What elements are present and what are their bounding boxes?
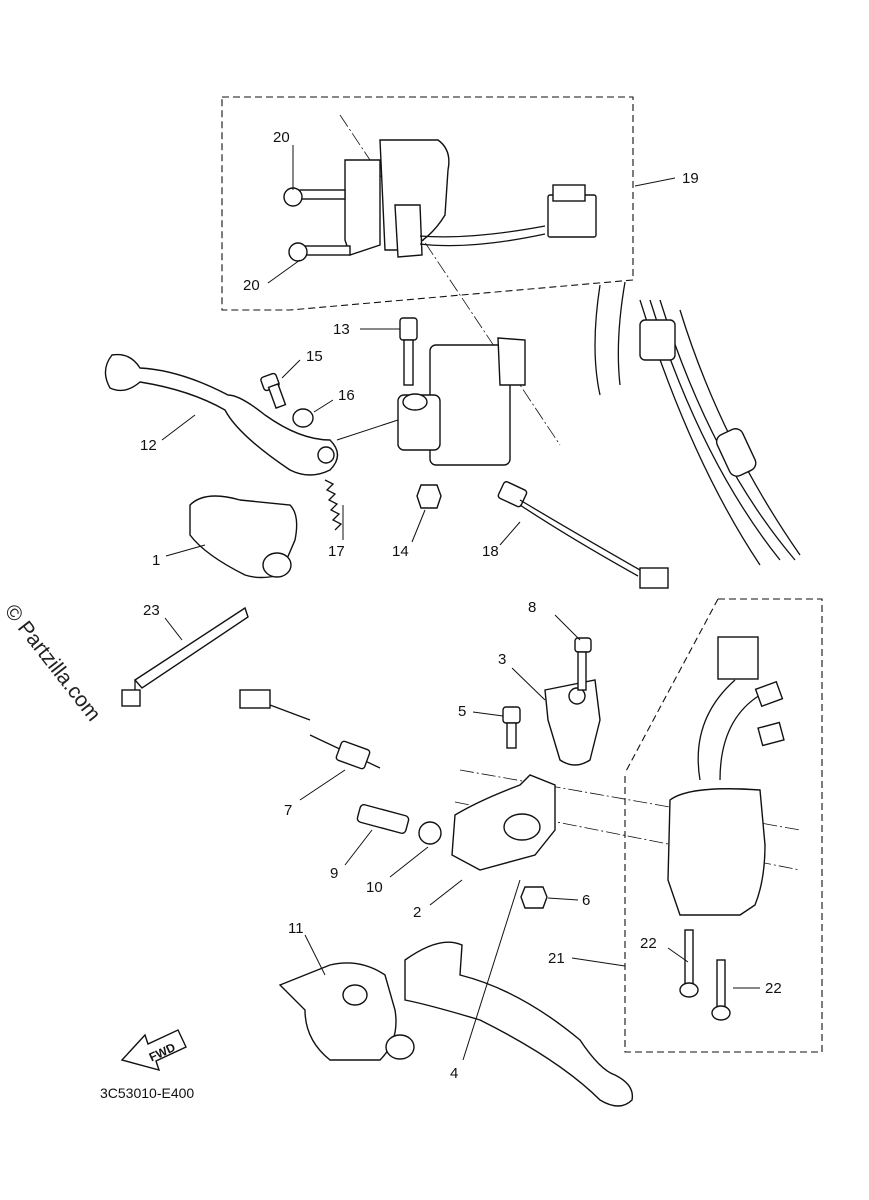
callout-13: 13 bbox=[333, 321, 350, 338]
clutch-lever-4 bbox=[404, 941, 634, 1107]
handlebar-switch-lower bbox=[667, 636, 785, 916]
callout-2: 2 bbox=[413, 904, 421, 921]
locknut-10 bbox=[418, 821, 442, 845]
bolt-5 bbox=[502, 706, 521, 749]
clutch-switch-7 bbox=[239, 689, 381, 770]
screw-22-right bbox=[711, 959, 731, 1021]
lever-cover-1 bbox=[189, 495, 298, 579]
callout-18: 18 bbox=[482, 543, 499, 560]
callout-20-lower: 20 bbox=[243, 277, 260, 294]
bolt-13 bbox=[399, 317, 418, 386]
screw-22-left bbox=[679, 929, 699, 998]
callout-7: 7 bbox=[284, 802, 292, 819]
lever-cover-11 bbox=[278, 962, 415, 1061]
brake-master-cylinder bbox=[397, 337, 526, 466]
handlebar-switch-upper bbox=[344, 139, 597, 258]
forward-arrow-icon: FWD bbox=[120, 1029, 187, 1072]
callout-21: 21 bbox=[548, 950, 565, 967]
spring-17 bbox=[324, 479, 343, 531]
callout-17: 17 bbox=[328, 543, 345, 560]
nut-6 bbox=[520, 886, 548, 909]
screw-20-lower bbox=[288, 242, 351, 262]
callout-15: 15 bbox=[306, 348, 323, 365]
callout-23: 23 bbox=[143, 602, 160, 619]
callout-5: 5 bbox=[458, 703, 466, 720]
callout-12: 12 bbox=[140, 437, 157, 454]
screw-20-upper bbox=[283, 187, 346, 207]
part-code: 3C53010-E400 bbox=[100, 1085, 194, 1101]
cables bbox=[594, 281, 801, 566]
adjuster-9 bbox=[356, 804, 410, 834]
callout-19: 19 bbox=[682, 170, 699, 187]
nut-14 bbox=[416, 484, 442, 509]
callout-3: 3 bbox=[498, 651, 506, 668]
cable-band-23 bbox=[121, 606, 249, 707]
callout-8: 8 bbox=[528, 599, 536, 616]
callout-6: 6 bbox=[582, 892, 590, 909]
callout-22-right: 22 bbox=[765, 980, 782, 997]
group-box-21 bbox=[624, 598, 823, 1053]
callout-1: 1 bbox=[152, 552, 160, 569]
group-box-19 bbox=[221, 96, 634, 311]
nut-16 bbox=[292, 408, 314, 428]
callout-14: 14 bbox=[392, 543, 409, 560]
screw-15 bbox=[260, 372, 287, 409]
callout-9: 9 bbox=[330, 865, 338, 882]
callout-11: 11 bbox=[288, 920, 304, 937]
callout-10: 10 bbox=[366, 879, 383, 896]
brake-lever-12 bbox=[104, 353, 339, 476]
callout-20-upper: 20 bbox=[273, 129, 290, 146]
callout-4: 4 bbox=[450, 1065, 458, 1082]
brake-switch-18 bbox=[497, 481, 669, 589]
holder-3 bbox=[544, 679, 601, 766]
lever-holder-2 bbox=[451, 774, 556, 871]
bolt-8 bbox=[574, 637, 592, 691]
callout-16: 16 bbox=[338, 387, 355, 404]
leader-lines bbox=[161, 145, 760, 1061]
callout-22-left: 22 bbox=[640, 935, 657, 952]
